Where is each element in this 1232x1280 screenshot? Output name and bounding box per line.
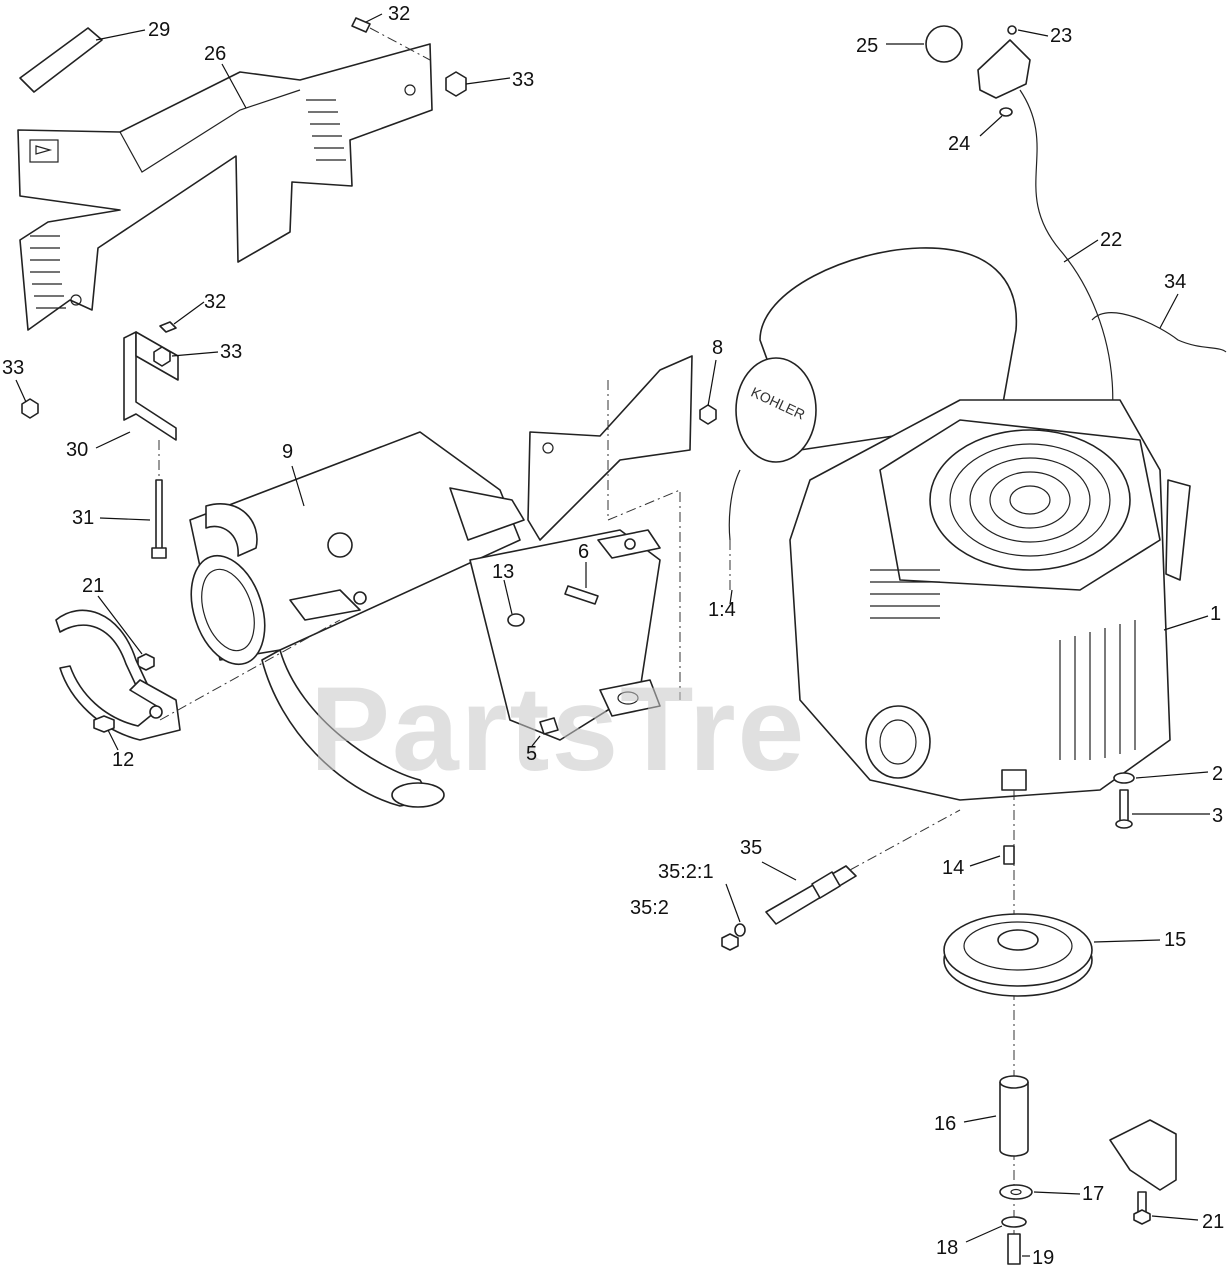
- callout-21-left: 21: [82, 575, 104, 597]
- callout-33-top: 33: [512, 69, 534, 91]
- part-31-rod: [151, 479, 167, 559]
- callout-17: 17: [1082, 1183, 1104, 1205]
- part-9-muffler: [189, 431, 525, 808]
- part-32-bolt-mid: [159, 321, 177, 333]
- callout-25: 25: [856, 35, 878, 57]
- part-17-washer: [999, 1184, 1033, 1200]
- part-14-key: [1003, 845, 1015, 865]
- callout-35-2-1: 35:2:1: [658, 861, 714, 883]
- part-3-pin: [1115, 789, 1133, 829]
- callout-2: 2: [1212, 763, 1223, 785]
- callout-16: 16: [934, 1113, 956, 1135]
- callout-labels: 29 32 33 26 25 23 24 22 34 32 33 33 8 30…: [2, 3, 1224, 1269]
- part-35-shaft: [765, 865, 857, 925]
- callout-35: 35: [740, 837, 762, 859]
- watermark-text: PartsTre: [310, 662, 806, 796]
- muffler-clamp-lower: [59, 665, 181, 741]
- callout-33-mid: 33: [220, 341, 242, 363]
- callout-13: 13: [492, 561, 514, 583]
- callout-35-2: 35:2: [630, 897, 669, 919]
- part-23-screw: [1007, 25, 1017, 35]
- callout-8: 8: [712, 337, 723, 359]
- part-21-bracket-right: [1109, 1119, 1177, 1191]
- callout-30: 30: [66, 439, 88, 461]
- part-1-engine: KOHLER: [728, 247, 1191, 801]
- callout-32-top: 32: [388, 3, 410, 25]
- callout-24: 24: [948, 133, 970, 155]
- callout-31: 31: [72, 507, 94, 529]
- callout-26: 26: [204, 43, 226, 65]
- callout-14: 14: [942, 857, 964, 879]
- callout-19: 19: [1032, 1247, 1054, 1269]
- part-15-pulley: [943, 913, 1093, 997]
- part-33-nut-mid: [153, 346, 171, 367]
- throttle-lever-bracket: [977, 39, 1031, 99]
- part-25-knob: [925, 25, 963, 63]
- part-30-bracket: [123, 331, 179, 441]
- part-33-nut-top: [445, 71, 467, 97]
- callout-34: 34: [1164, 271, 1186, 293]
- part-13-spacer: [507, 613, 525, 627]
- part-26-heat-shield: [17, 43, 433, 331]
- callout-29: 29: [148, 19, 170, 41]
- callout-32-mid: 32: [204, 291, 226, 313]
- part-2-washer: [1113, 772, 1135, 784]
- leader-lines: [15, 13, 1210, 1257]
- part-29-decal: [19, 27, 103, 93]
- part-35-2-1-ring: [734, 923, 746, 937]
- part-16-spacer: [999, 1075, 1029, 1157]
- callout-12: 12: [112, 749, 134, 771]
- heat-shield-vents: [30, 99, 346, 309]
- part-33-nut-left: [21, 398, 39, 419]
- callout-3: 3: [1212, 805, 1223, 827]
- part-5-exhaust-bracket: [469, 529, 661, 741]
- callout-5: 5: [526, 743, 537, 765]
- part-24-nut: [999, 107, 1013, 117]
- part-8-shield-plate: [527, 355, 717, 541]
- part-6-bolt: [564, 585, 599, 605]
- callout-21-right: 21: [1202, 1211, 1224, 1233]
- part-19-bolt: [1007, 1233, 1021, 1265]
- callout-22: 22: [1100, 229, 1122, 251]
- part-35-2-cap: [721, 933, 739, 951]
- part-21-bolt-right: [1133, 1191, 1151, 1225]
- callout-18: 18: [936, 1237, 958, 1259]
- callout-23: 23: [1050, 25, 1072, 47]
- callout-15: 15: [1164, 929, 1186, 951]
- callout-1-4: 1:4: [708, 599, 736, 621]
- part-12-bolt: [93, 715, 115, 733]
- part-34-cable-tie: [1091, 312, 1227, 353]
- callout-33-left: 33: [2, 357, 24, 379]
- callout-9: 9: [282, 441, 293, 463]
- part-18-washer: [1001, 1216, 1027, 1228]
- part-32-bolt-top: [351, 17, 371, 33]
- callout-6: 6: [578, 541, 589, 563]
- callout-1: 1: [1210, 603, 1221, 625]
